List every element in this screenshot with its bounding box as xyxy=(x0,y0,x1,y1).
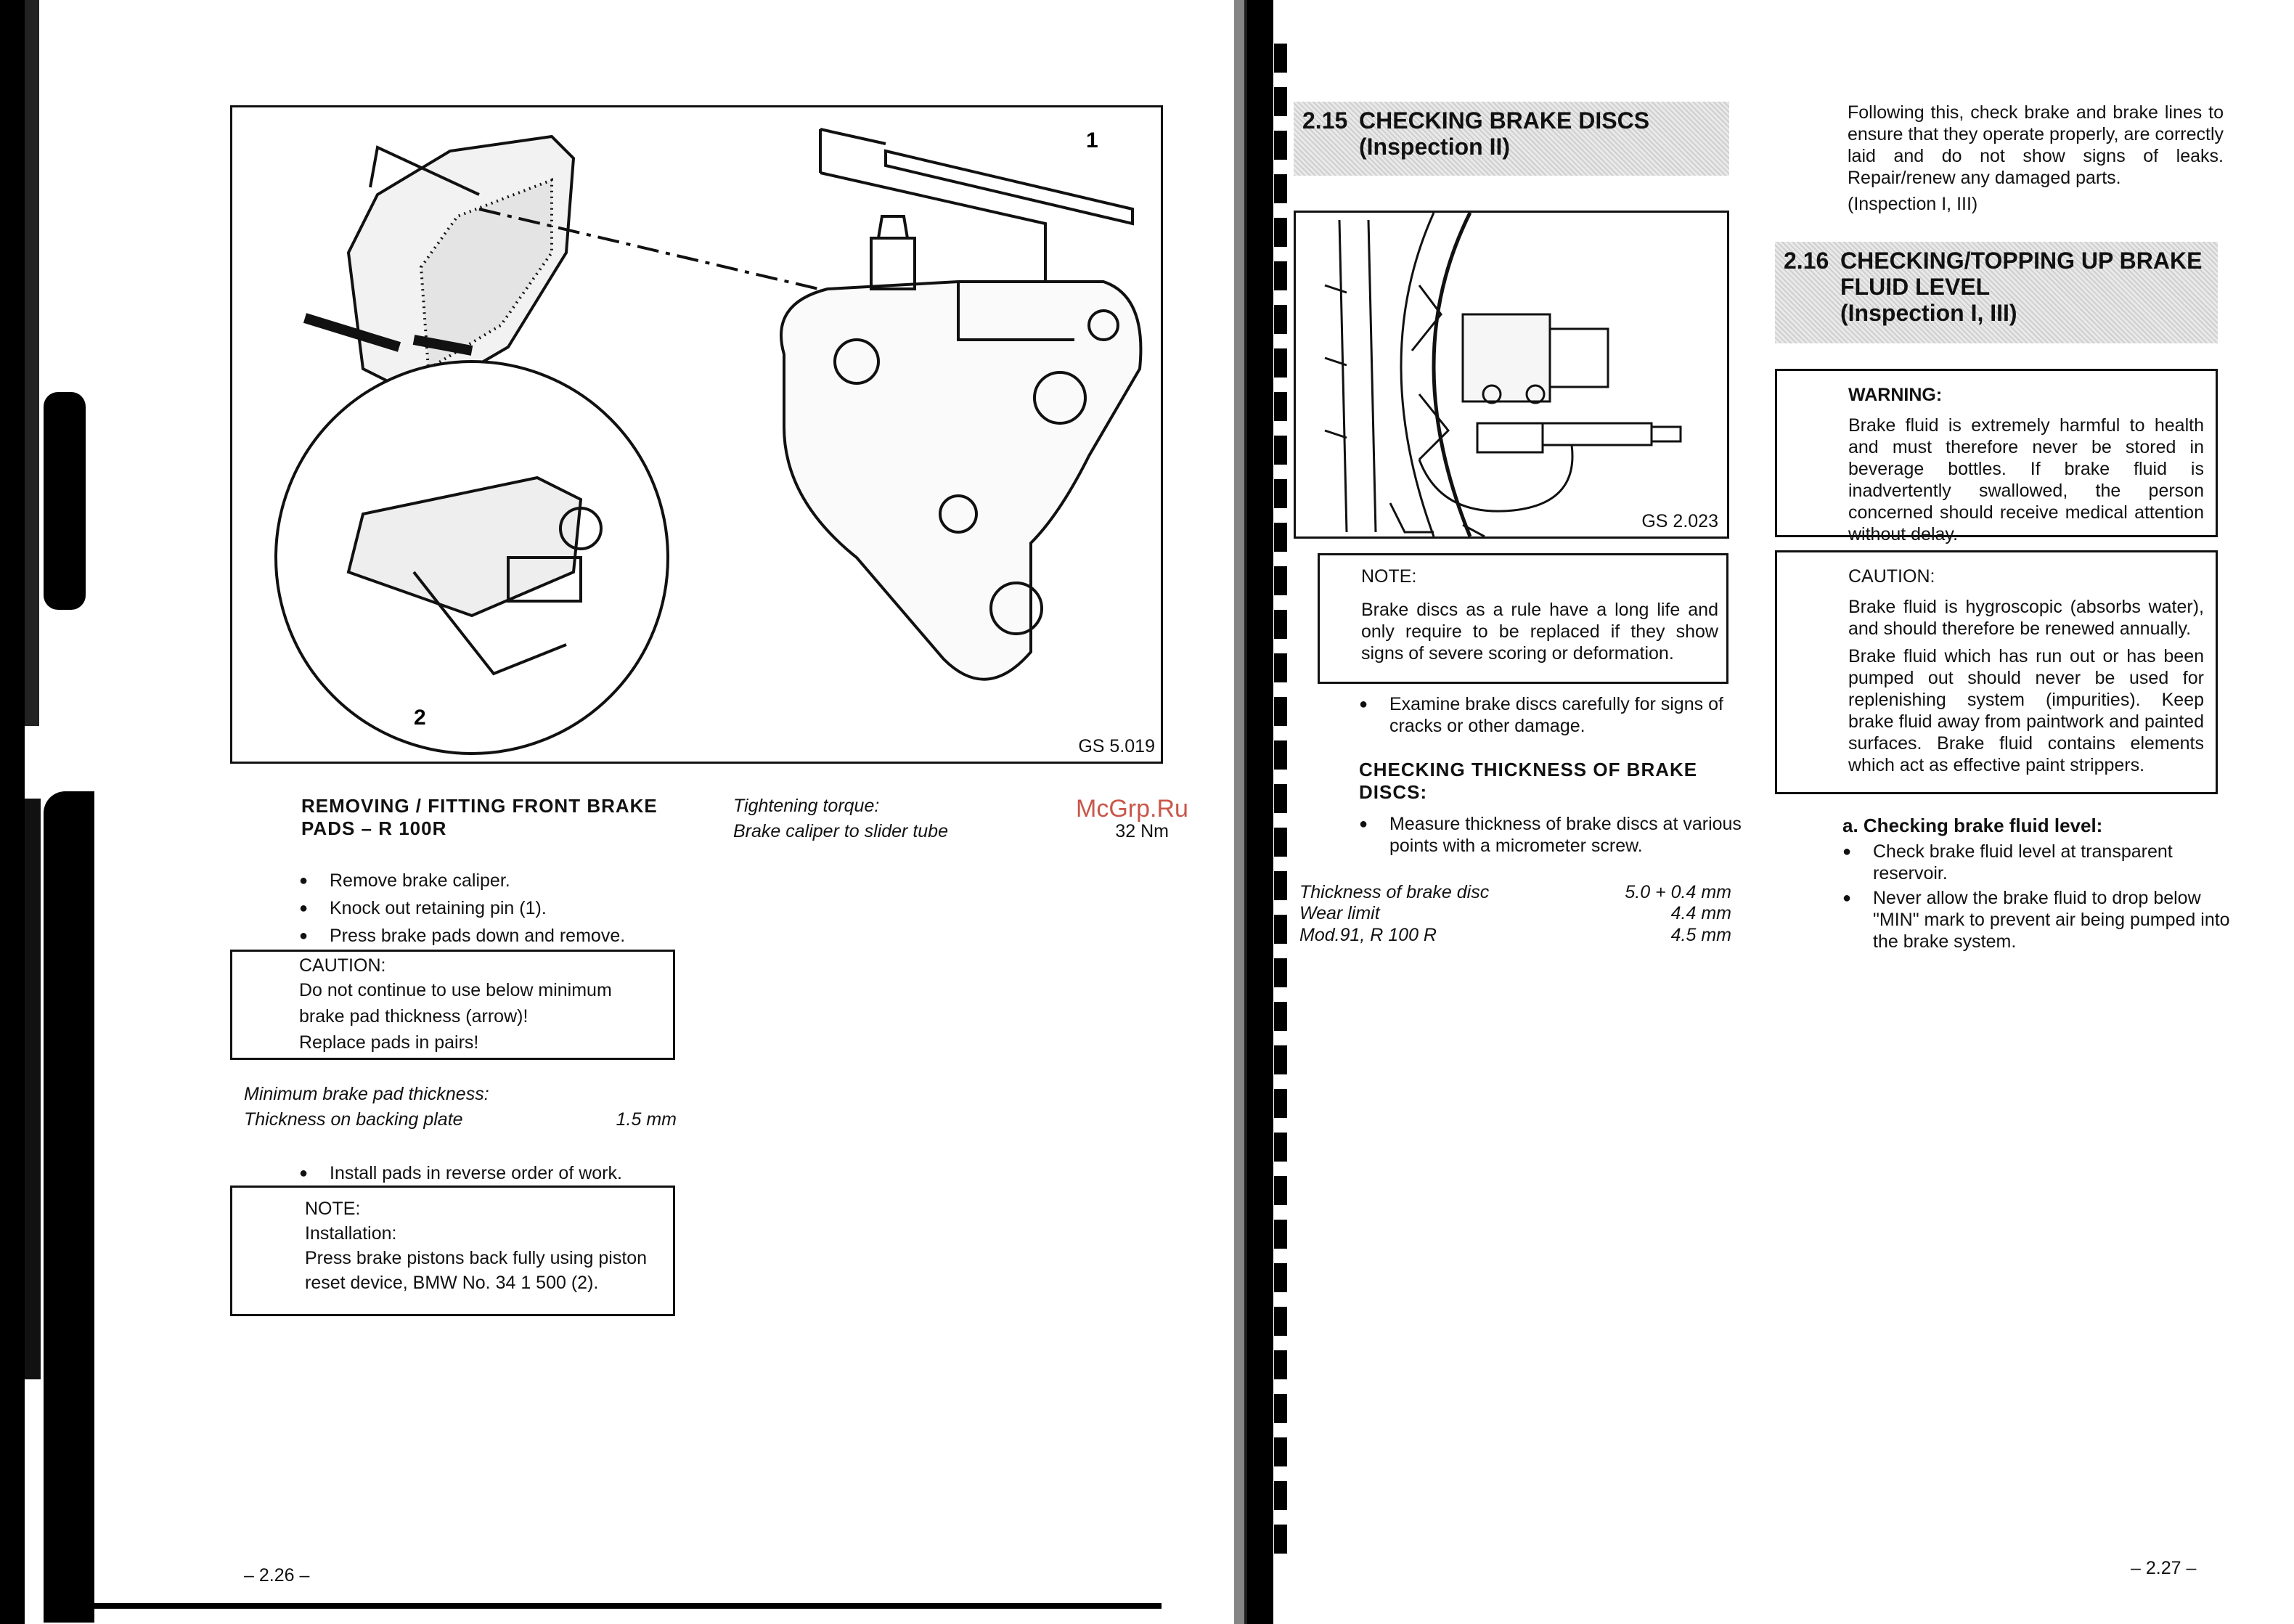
section-heading-2-15: 2.15 CHECKING BRAKE DISCS (Inspection II… xyxy=(1294,102,1729,176)
figure-code: GS 5.019 xyxy=(1078,736,1155,756)
section-title-line: FLUID LEVEL xyxy=(1840,274,1991,300)
scan-edge-mark xyxy=(25,0,39,726)
spec-row: Wear limit 4.4 mm xyxy=(1299,903,1731,925)
section-title: CHECKING BRAKE DISCS (Inspection II) xyxy=(1359,107,1649,160)
step-install-pads: Install pads in reverse order of work. xyxy=(299,1162,622,1184)
subheading-thickness: CHECKING THICKNESS OF BRAKE DISCS: xyxy=(1359,759,1698,803)
step-remove-caliper: Remove brake caliper. xyxy=(299,870,510,891)
spec-value: 4.4 mm xyxy=(1670,903,1731,923)
section-title-line: (Inspection II) xyxy=(1359,134,1510,160)
micrometer-illustration xyxy=(1324,211,1682,538)
brake-disc-figure: GS 2.023 xyxy=(1294,211,1729,539)
step-check-fluid: Check brake fluid level at transparent r… xyxy=(1842,841,2250,884)
spec-row: Thickness on backing plate 1.5 mm xyxy=(244,1109,677,1131)
caution-title: CAUTION: xyxy=(299,955,386,976)
torque-title: Tightening torque: xyxy=(733,796,880,816)
spec-value: 5.0 + 0.4 mm xyxy=(1625,882,1731,902)
caution-box: CAUTION: Do not continue to use below mi… xyxy=(230,950,675,1060)
caution-box: CAUTION: Brake fluid is hygroscopic (abs… xyxy=(1775,550,2218,794)
caution-text: Brake fluid which has run out or has bee… xyxy=(1848,646,2204,775)
spec-label: Thickness on backing plate xyxy=(244,1109,463,1130)
spec-value: 1.5 mm xyxy=(616,1109,677,1130)
step-examine-discs: Examine brake discs carefully for signs … xyxy=(1359,693,1767,737)
torque-value: 32 Nm xyxy=(1115,821,1169,841)
note-box: NOTE: Brake discs as a rule have a long … xyxy=(1318,553,1728,684)
spec-label: Wear limit xyxy=(1299,903,1380,923)
scan-edge-mark xyxy=(25,799,41,1379)
section-number: 2.15 xyxy=(1302,107,1348,134)
scan-edge-mark xyxy=(44,791,94,1623)
spec-title: Minimum brake pad thickness: xyxy=(244,1084,489,1104)
callout-1: 1 xyxy=(1086,128,1098,152)
step-min-mark: Never allow the brake fluid to drop belo… xyxy=(1842,887,2250,952)
section-title: CHECKING/TOPPING UP BRAKE FLUID LEVEL (I… xyxy=(1840,248,2202,326)
note-line: Installation: xyxy=(305,1223,397,1244)
caution-line: Replace pads in pairs! xyxy=(299,1032,479,1053)
spec-value: 4.5 mm xyxy=(1670,925,1731,945)
caution-line: brake pad thickness (arrow)! xyxy=(299,1006,528,1027)
callout-2: 2 xyxy=(414,706,426,730)
spec-label: Thickness of brake disc xyxy=(1299,882,1490,902)
figure-code: GS 2.023 xyxy=(1641,511,1718,531)
warning-box: WARNING: Brake fluid is extremely harmfu… xyxy=(1775,369,2218,544)
step-press-pads: Press brake pads down and remove. xyxy=(299,925,625,947)
intro-inspection: (Inspection I, III) xyxy=(1848,194,1978,214)
torque-row: Brake caliper to slider tube 32 Nm xyxy=(733,821,1169,843)
note-title: NOTE: xyxy=(1361,566,1417,587)
scan-edge-mark xyxy=(44,392,86,610)
intro-paragraph: Following this, check brake and brake li… xyxy=(1848,102,2224,188)
caution-line: Do not continue to use below minimum xyxy=(299,980,612,1000)
section-heading: REMOVING / FITTING FRONT BRAKE PADS – R … xyxy=(301,795,658,839)
torque-label: Brake caliper to slider tube xyxy=(733,821,948,841)
section-title-line: CHECKING BRAKE DISCS xyxy=(1359,107,1650,134)
brake-pad-figure: 1 2 GS 5.019 xyxy=(230,105,1163,764)
page-number-left: – 2.26 – xyxy=(244,1565,310,1586)
spec-label: Mod.91, R 100 R xyxy=(1299,925,1437,945)
scan-edge-left xyxy=(0,0,25,1624)
warning-text: Brake fluid is extremely harmful to heal… xyxy=(1848,415,2204,544)
section-title-line: CHECKING/TOPPING UP BRAKE xyxy=(1840,248,2203,274)
step-knock-out-pin: Knock out retaining pin (1). xyxy=(299,897,547,919)
page-number-right: – 2.27 – xyxy=(2131,1558,2197,1578)
gutter-shadow xyxy=(1274,29,1287,1554)
note-box: NOTE: Installation: Press brake pistons … xyxy=(230,1186,675,1316)
note-text: Brake discs as a rule have a long life a… xyxy=(1361,600,1718,664)
gutter-shadow xyxy=(1234,0,1247,1624)
note-title: NOTE: xyxy=(305,1199,361,1219)
warning-title: WARNING: xyxy=(1848,385,1943,405)
step-measure: Measure thickness of brake discs at vari… xyxy=(1359,813,1767,857)
scan-edge-mark xyxy=(94,1603,1162,1609)
section-number: 2.16 xyxy=(1784,248,1829,274)
brake-pad-illustration: 1 2 xyxy=(274,128,1143,755)
spec-row: Thickness of brake disc 5.0 + 0.4 mm xyxy=(1299,882,1731,904)
note-line: Press brake pistons back fully using pis… xyxy=(305,1248,648,1268)
note-line: reset device, BMW No. 34 1 500 (2). xyxy=(305,1273,599,1293)
caution-title: CAUTION: xyxy=(1848,566,1935,587)
section-title-line: (Inspection I, III) xyxy=(1840,300,2017,326)
gutter-shadow xyxy=(1244,0,1273,1624)
spec-row: Mod.91, R 100 R 4.5 mm xyxy=(1299,925,1731,947)
subheading-check-fluid: a. Checking brake fluid level: xyxy=(1842,815,2103,836)
section-heading-2-16: 2.16 CHECKING/TOPPING UP BRAKE FLUID LEV… xyxy=(1775,242,2218,343)
caution-text: Brake fluid is hygroscopic (absorbs wate… xyxy=(1848,597,2204,639)
watermark: McGrp.Ru xyxy=(1076,795,1188,823)
